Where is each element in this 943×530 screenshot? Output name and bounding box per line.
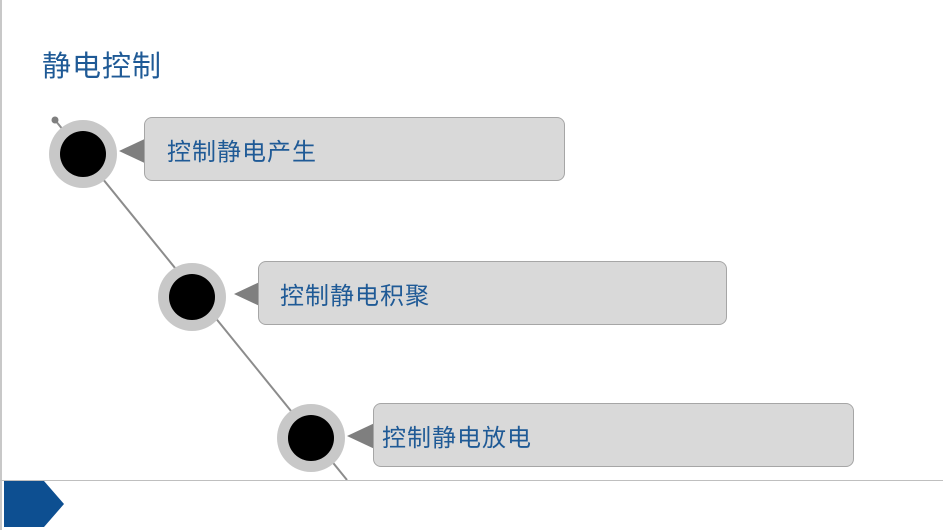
item-label-2: 控制静电积聚 [280, 281, 430, 310]
pointer-triangle-3 [347, 421, 379, 451]
item-label-1: 控制静电产生 [167, 137, 317, 166]
slide-title: 静电控制 [42, 49, 163, 83]
item-box-3: 控制静电放电 [373, 403, 854, 467]
item-box-2: 控制静电积聚 [258, 261, 727, 325]
item-box-1: 控制静电产生 [144, 117, 565, 181]
left-border [0, 0, 2, 530]
timeline-start-dot [51, 116, 59, 124]
footer-divider [0, 480, 943, 481]
timeline-node-2 [158, 263, 226, 331]
pointer-triangle-1 [119, 136, 151, 166]
footer-arrow-icon [4, 481, 64, 527]
timeline-node-1 [49, 120, 117, 188]
timeline-node-3 [277, 404, 345, 472]
item-label-3: 控制静电放电 [382, 423, 532, 452]
